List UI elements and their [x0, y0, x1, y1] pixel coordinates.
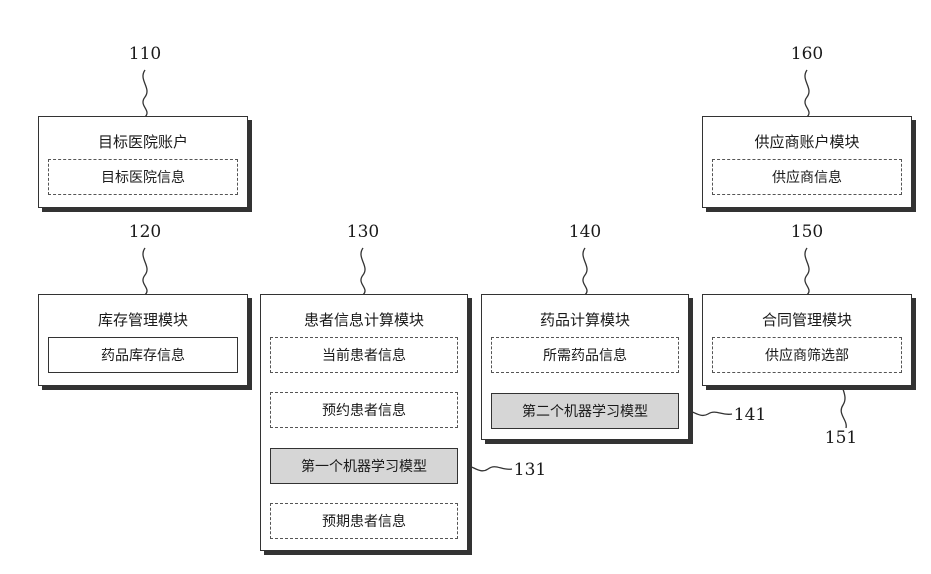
- second-ml-model-item: 第二个机器学习模型: [491, 393, 679, 429]
- ref-120: 120: [129, 222, 161, 242]
- drug-inventory-item: 药品库存信息: [48, 337, 238, 373]
- patient-calc-title: 患者信息计算模块: [261, 309, 467, 330]
- ref-130: 130: [347, 222, 379, 242]
- leader-140: [583, 248, 587, 295]
- leader-120: [143, 248, 147, 295]
- supplier-info-item: 供应商信息: [712, 159, 902, 195]
- leader-160: [805, 70, 809, 117]
- supplier-account-title: 供应商账户模块: [703, 131, 911, 152]
- ref-141: 141: [734, 405, 766, 425]
- ref-160: 160: [791, 44, 823, 64]
- leader-150: [805, 248, 809, 295]
- current-patient-item: 当前患者信息: [270, 337, 458, 373]
- inventory-title: 库存管理模块: [39, 309, 247, 330]
- ref-151: 151: [825, 428, 857, 448]
- hospital-info-item: 目标医院信息: [48, 159, 238, 195]
- expected-patient-item: 预期患者信息: [270, 503, 458, 539]
- drug-calc-title: 药品计算模块: [482, 309, 688, 330]
- contract-module: 合同管理模块 供应商筛选部: [702, 294, 912, 386]
- patient-calc-module: 患者信息计算模块 当前患者信息 预约患者信息 第一个机器学习模型 预期患者信息: [260, 294, 468, 551]
- required-drug-item: 所需药品信息: [491, 337, 679, 373]
- leader-130: [361, 248, 365, 295]
- ref-110: 110: [129, 44, 161, 64]
- ref-140: 140: [569, 222, 601, 242]
- inventory-module: 库存管理模块 药品库存信息: [38, 294, 248, 386]
- scheduled-patient-item: 预约患者信息: [270, 392, 458, 428]
- supplier-account-module: 供应商账户模块 供应商信息: [702, 116, 912, 208]
- first-ml-model-item: 第一个机器学习模型: [270, 448, 458, 484]
- ref-131: 131: [514, 460, 546, 480]
- hospital-account-title: 目标医院账户: [39, 131, 247, 152]
- supplier-filter-item: 供应商筛选部: [712, 337, 902, 373]
- contract-title: 合同管理模块: [703, 309, 911, 330]
- hospital-account-module: 目标医院账户 目标医院信息: [38, 116, 248, 208]
- drug-calc-module: 药品计算模块 所需药品信息 第二个机器学习模型: [481, 294, 689, 440]
- ref-150: 150: [791, 222, 823, 242]
- leader-110: [143, 70, 147, 117]
